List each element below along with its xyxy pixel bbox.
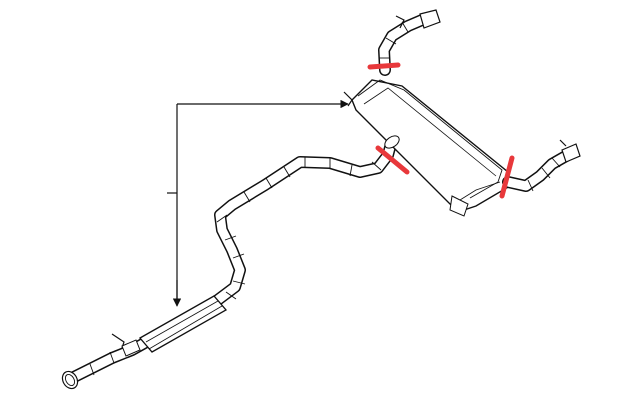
right-tailpipe-tip	[561, 143, 581, 163]
exhaust-pipe	[66, 134, 398, 384]
upper-tailpipe	[378, 9, 441, 76]
callout-bracket	[167, 99, 349, 307]
clamp-marker-right	[499, 155, 515, 199]
muffler-hanger	[343, 91, 353, 107]
clamp-marker-center	[375, 145, 410, 175]
resonator	[138, 295, 228, 353]
clamp-marker-upper	[367, 62, 401, 70]
front-pipe-flange	[61, 333, 141, 390]
right-tailpipe	[502, 139, 581, 192]
upper-tailpipe-tip	[419, 9, 441, 29]
clamp-markers	[367, 62, 515, 199]
rear-muffler	[343, 79, 511, 217]
